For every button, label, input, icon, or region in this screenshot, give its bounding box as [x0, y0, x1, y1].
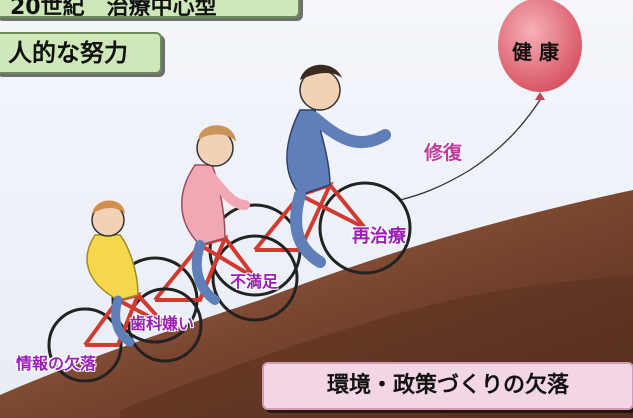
cyclist-child: [47, 200, 203, 383]
human-effort-box: 人的な努力: [0, 32, 162, 74]
cyclist-woman: [111, 125, 299, 344]
cyclist-man: [208, 64, 412, 297]
human-effort-text: 人的な努力: [8, 39, 128, 67]
info-lack-label: 情報の欠落: [16, 354, 97, 373]
environment-policy-text: 環境・政策づくりの欠落: [326, 373, 569, 398]
retreatment-label: 再治療: [352, 226, 406, 247]
health-balloon-label: 健 康: [512, 40, 559, 64]
health-balloon: [399, 0, 582, 201]
dental-dislike-label: 歯科嫌い: [130, 314, 195, 333]
environment-policy-box: 環境・政策づくりの欠落: [262, 362, 633, 410]
title-box: 20世紀 治療中心型: [0, 0, 300, 18]
repair-label: 修復: [424, 142, 463, 164]
title-text: 20世紀 治療中心型: [10, 0, 217, 18]
dissatisfaction-label: 不満足: [230, 272, 279, 291]
